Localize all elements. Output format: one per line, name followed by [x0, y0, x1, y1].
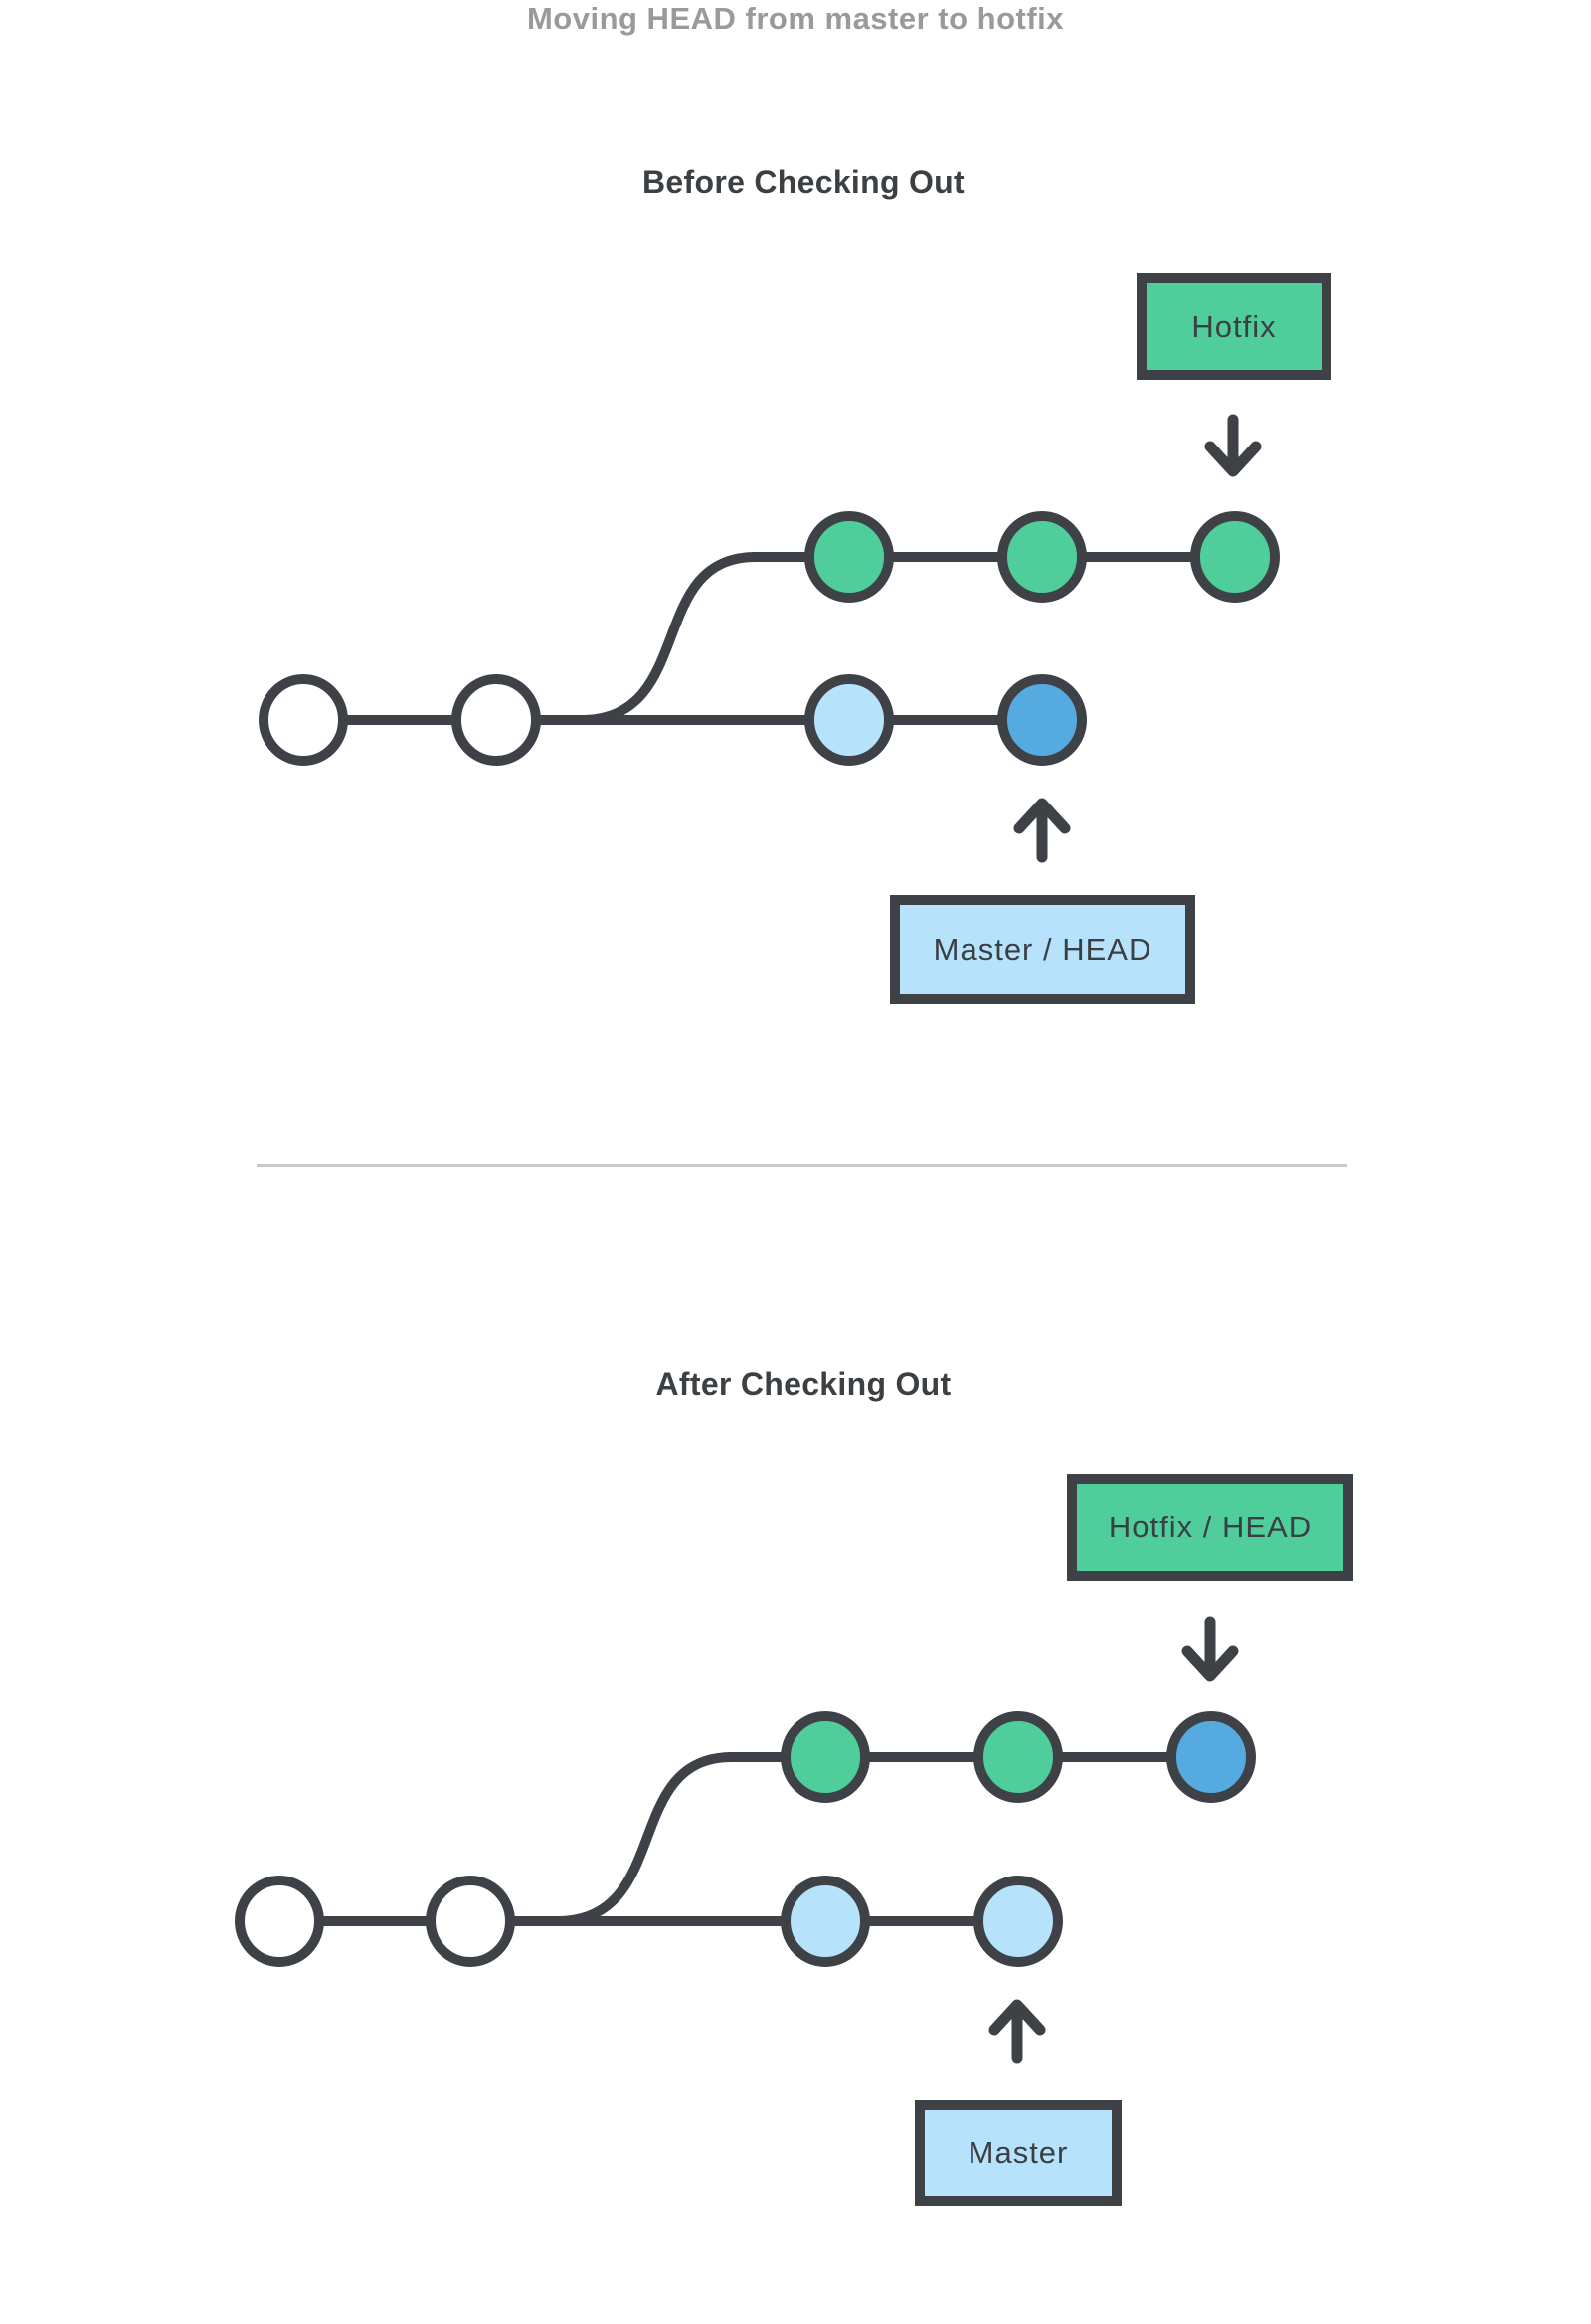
arrow-up-icon	[988, 1999, 1046, 2064]
commit-nodes	[235, 1711, 1256, 1967]
commit-node	[973, 1876, 1063, 1967]
commit-node	[259, 674, 348, 766]
section-heading-before: Before Checking Out	[642, 164, 965, 200]
diagram-before	[259, 414, 1280, 863]
hotfix-branch-label: Hotfix	[1191, 308, 1277, 344]
hotfix-branch-label-box: Hotfix	[1137, 273, 1331, 380]
commit-node	[451, 674, 541, 766]
arrow-down-icon	[1181, 1616, 1239, 1682]
hotfix-branch-label-box: Hotfix / HEAD	[1067, 1474, 1353, 1581]
master-branch-label: Master	[968, 2135, 1069, 2170]
master-branch-label-box: Master	[915, 2100, 1122, 2206]
arrow-down-icon	[1204, 414, 1262, 477]
diagram-after	[235, 1616, 1256, 2064]
commit-node	[781, 1876, 870, 1967]
commit-nodes	[259, 511, 1280, 766]
commit-node	[973, 1711, 1063, 1803]
commit-node	[804, 674, 894, 766]
page-title: Moving HEAD from master to hotfix	[526, 1, 1065, 36]
arrow-up-icon	[1013, 798, 1071, 863]
commit-node	[804, 511, 894, 603]
commit-node	[235, 1876, 324, 1967]
commit-node	[997, 511, 1087, 603]
branch-curve	[560, 1752, 733, 1926]
master-branch-label-box: Master / HEAD	[890, 895, 1195, 1004]
section-divider	[257, 1164, 1347, 1167]
commit-node	[997, 674, 1087, 766]
hotfix-branch-label: Hotfix / HEAD	[1108, 1510, 1313, 1544]
commit-node	[1190, 511, 1280, 603]
section-heading-after: After Checking Out	[655, 1366, 952, 1402]
branch-curve	[584, 552, 757, 725]
commit-node	[426, 1876, 515, 1967]
master-branch-label: Master / HEAD	[933, 932, 1152, 967]
commit-node	[781, 1711, 870, 1803]
commit-node	[1166, 1711, 1256, 1803]
